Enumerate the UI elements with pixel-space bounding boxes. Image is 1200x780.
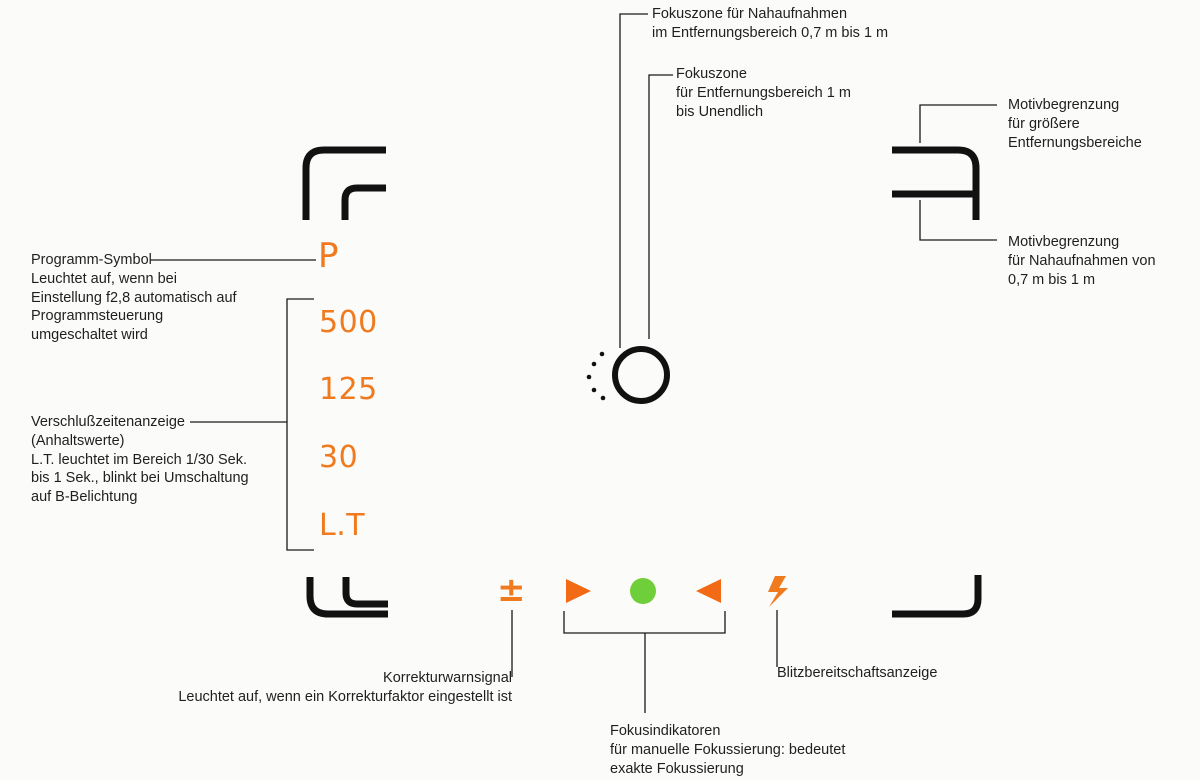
frame-top-left-inner [341, 184, 386, 220]
frame-lines [302, 146, 982, 618]
focus-zone-near-marker [586, 351, 606, 401]
label-correction-warning: Korrekturwarnsignal Leuchtet auf, wenn e… [178, 670, 512, 705]
leader-far-focus [648, 74, 673, 339]
label-far-focus-zone: Fokuszone für Entfernungsbereich 1 m bis… [676, 66, 851, 120]
correction-symbol: ± [497, 570, 526, 610]
shutter-speed-125: 125 [319, 372, 378, 407]
label-near-focus-zone: Fokuszone für Nahaufnahmen im Entfernung… [652, 6, 889, 41]
leader-near-focus [619, 13, 648, 348]
shutter-speed-30: 30 [319, 440, 359, 475]
frame-top-left-outer [302, 146, 386, 220]
focus-zone-far-circle [612, 346, 670, 404]
frame-bottom-left-inner [342, 577, 388, 608]
label-frame-near: Motivbegrenzung für Nahaufnahmen von 0,7… [1008, 234, 1156, 288]
frame-top-right-outer [892, 146, 980, 220]
focus-dot-icon [630, 578, 656, 604]
focus-arrow-right-icon [566, 579, 591, 603]
focus-arrow-left-icon [696, 579, 721, 603]
frame-bottom-right [892, 575, 982, 618]
shutter-speed-lt: L.T [319, 508, 366, 543]
leader-lines [150, 13, 997, 713]
leader-focus-bracket [563, 611, 726, 634]
leader-frame-far [919, 104, 997, 143]
label-focus-indicators: Fokusindikatoren für manuelle Fokussieru… [610, 723, 846, 777]
label-frame-far: Motivbegrenzung für größere Entfernungsb… [1008, 97, 1142, 151]
frame-bottom-left-outer [306, 577, 388, 618]
program-symbol: P [318, 236, 339, 276]
label-program-symbol: Programm-Symbol Leuchtet auf, wenn bei E… [31, 252, 237, 344]
label-shutter-display: Verschlußzeitenanzeige (Anhaltswerte) L.… [31, 414, 249, 506]
leader-frame-near [919, 200, 997, 241]
shutter-speed-500: 500 [319, 305, 378, 340]
label-flash-ready: Blitzbereitschaftsanzeige [777, 665, 938, 681]
leader-shutter-bracket [286, 298, 314, 551]
flash-bolt-icon [768, 576, 788, 607]
